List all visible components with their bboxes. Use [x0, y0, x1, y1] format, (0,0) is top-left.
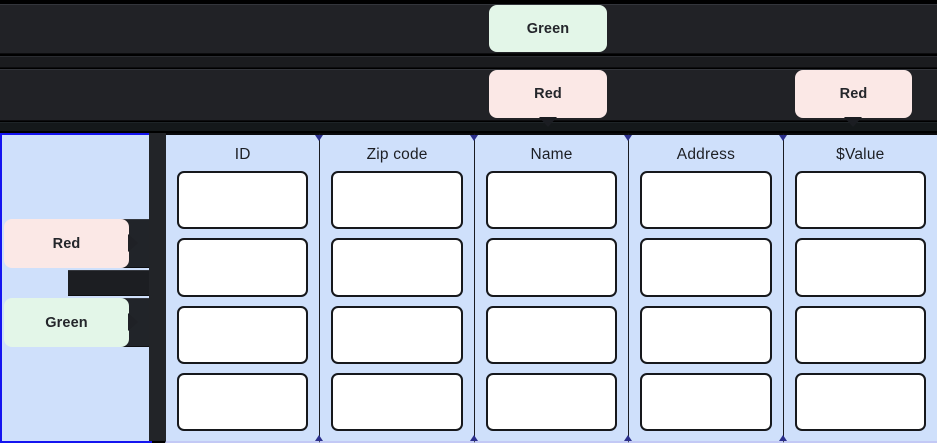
row-strip-middle: [68, 270, 158, 296]
table-cell[interactable]: [794, 171, 927, 230]
header-band-middle: [0, 56, 937, 68]
table-cell[interactable]: [331, 372, 463, 431]
table-cell[interactable]: [485, 305, 618, 364]
column-header[interactable]: Zip code: [366, 146, 428, 163]
row-header-panel: Red Green: [0, 133, 158, 443]
table-cell[interactable]: [640, 305, 772, 364]
annotation-pointer-right-icon: [128, 313, 138, 331]
annotation-chip-red-left[interactable]: Red: [4, 219, 129, 268]
table-cell[interactable]: [177, 171, 309, 230]
table-cell[interactable]: [485, 238, 618, 297]
table-column: Address: [629, 133, 787, 443]
column-divider-notch-bottom-icon: [778, 435, 787, 441]
column-divider-notch-bottom-icon: [315, 435, 324, 441]
table-column: Name: [474, 133, 633, 443]
column-cells: [475, 171, 628, 441]
annotation-chip-green-top[interactable]: Green: [489, 5, 607, 52]
annotation-chip-red-middle[interactable]: Red: [489, 70, 607, 118]
annotation-chip-label: Red: [52, 235, 81, 252]
column-cells: [784, 171, 937, 441]
table-cell[interactable]: [794, 305, 927, 364]
table-region: Red Green ID Zip code Name Address $Value: [0, 133, 937, 443]
column-divider-notch-bottom-icon: [624, 435, 633, 441]
table-cell[interactable]: [794, 238, 927, 297]
table-cell[interactable]: [177, 305, 309, 364]
header-band-top: [0, 4, 937, 54]
header-band-second: [0, 69, 937, 121]
column-header[interactable]: Name: [530, 146, 573, 163]
annotation-chip-label: Red: [839, 86, 868, 102]
column-divider-notch-bottom-icon: [469, 435, 478, 441]
table-grid: ID Zip code Name Address $Value: [165, 133, 937, 443]
header-band-footer: [0, 122, 937, 132]
column-header[interactable]: Address: [676, 146, 736, 163]
column-header[interactable]: ID: [234, 146, 251, 163]
table-cell[interactable]: [331, 238, 463, 297]
column-cells: [166, 171, 319, 441]
annotation-chip-label: Green: [526, 20, 570, 37]
table-cell[interactable]: [485, 372, 618, 431]
annotation-pointer-down-icon: [844, 117, 862, 127]
table-cell[interactable]: [331, 171, 463, 230]
column-divider-notch-top-icon: [624, 135, 633, 141]
annotation-chip-green-left[interactable]: Green: [4, 298, 129, 347]
table-cell[interactable]: [794, 372, 927, 431]
column-gutter: [149, 133, 166, 441]
table-column: Zip code: [320, 133, 478, 443]
annotation-pointer-right-icon: [128, 234, 138, 252]
table-column: ID: [165, 133, 324, 443]
column-divider-notch-top-icon: [778, 135, 787, 141]
column-divider-notch-top-icon: [315, 135, 324, 141]
table-column: $Value: [783, 133, 937, 443]
table-cell[interactable]: [640, 171, 772, 230]
table-cell[interactable]: [640, 238, 772, 297]
column-divider-notch-top-icon: [469, 135, 478, 141]
table-cell[interactable]: [177, 372, 309, 431]
column-cells: [629, 171, 782, 441]
table-cell[interactable]: [485, 171, 618, 230]
table-cell[interactable]: [177, 238, 309, 297]
annotation-chip-label: Green: [45, 314, 88, 331]
annotation-chip-label: Red: [534, 86, 562, 102]
table-cell[interactable]: [640, 372, 772, 431]
column-cells: [320, 171, 473, 441]
table-cell[interactable]: [331, 305, 463, 364]
column-header[interactable]: $Value: [836, 146, 885, 163]
annotation-chip-red-right[interactable]: Red: [795, 70, 912, 118]
annotation-pointer-down-icon: [539, 117, 557, 127]
